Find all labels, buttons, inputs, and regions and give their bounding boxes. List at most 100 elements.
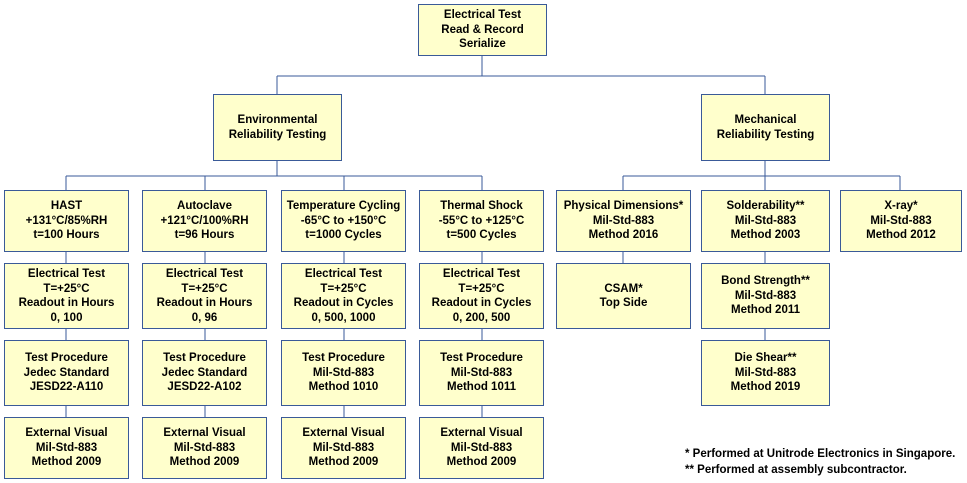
node-line: t=1000 Cycles (305, 229, 382, 242)
node-line: Read & Record (441, 23, 524, 36)
node-line: Electrical Test (442, 268, 521, 280)
node-line: Mechanical (734, 114, 797, 126)
node-line: Method 2009 (446, 456, 517, 469)
node-electrical-test-root[interactable]: Electrical Test Read & Record Serialize (418, 4, 547, 56)
node-line: Test Procedure (302, 352, 385, 365)
node-line: Reliability Testing (716, 128, 815, 141)
node-line: Mil-Std-883 (734, 366, 797, 379)
node-line: Die Shear** (734, 352, 797, 365)
node-line: Top Side (599, 297, 648, 309)
node-line: T=+25°C (181, 282, 228, 295)
node-die-shear[interactable]: Die Shear** Mil-Std-883 Method 2019 (701, 340, 830, 406)
node-hast[interactable]: HAST +131°C/85%RH t=100 Hours (4, 190, 129, 252)
node-line: Electrical Test (27, 268, 106, 280)
node-electrical-test-autoclave[interactable]: Electrical Test T=+25°C Readout in Hours… (142, 263, 267, 329)
node-external-visual-autoclave[interactable]: External Visual Mil-Std-883 Method 2009 (142, 417, 267, 479)
node-test-procedure-autoclave[interactable]: Test Procedure Jedec Standard JESD22-A10… (142, 340, 267, 406)
node-line: Method 2003 (730, 229, 801, 242)
node-line: +121°C/100%RH (160, 214, 249, 227)
node-line: Method 1011 (446, 381, 517, 394)
node-line: Electrical Test (443, 9, 522, 22)
node-line: 0, 200, 500 (452, 311, 511, 324)
node-line: JESD22-A102 (167, 381, 242, 394)
node-test-procedure-thermal-shock[interactable]: Test Procedure Mil-Std-883 Method 1011 (419, 340, 544, 406)
node-line: Method 2019 (730, 381, 801, 394)
node-electrical-test-temperature-cycling[interactable]: Electrical Test T=+25°C Readout in Cycle… (281, 263, 406, 329)
node-line: t=100 Hours (33, 229, 100, 242)
node-line: +131°C/85%RH (25, 214, 108, 227)
node-line: Readout in Hours (18, 297, 115, 309)
node-line: Temperature Cycling (286, 200, 401, 213)
node-line: Readout in Hours (156, 297, 253, 309)
node-physical-dimensions[interactable]: Physical Dimensions* Mil-Std-883 Method … (556, 190, 691, 252)
node-autoclave[interactable]: Autoclave +121°C/100%RH t=96 Hours (142, 190, 267, 252)
node-mechanical-reliability-testing[interactable]: Mechanical Reliability Testing (701, 94, 830, 161)
node-line: Method 2009 (169, 456, 240, 469)
node-external-visual-temperature-cycling[interactable]: External Visual Mil-Std-883 Method 2009 (281, 417, 406, 479)
node-line: Jedec Standard (161, 366, 248, 379)
node-line: Method 2012 (866, 229, 936, 242)
node-line: Environmental (237, 114, 318, 126)
node-test-procedure-hast[interactable]: Test Procedure Jedec Standard JESD22-A11… (4, 340, 129, 406)
node-line: Mil-Std-883 (734, 214, 797, 227)
node-line: Mil-Std-883 (450, 366, 513, 379)
node-line: T=+25°C (320, 282, 367, 295)
node-line: T=+25°C (43, 282, 90, 295)
node-line: Solderability** (726, 200, 805, 213)
node-line: -55°C to +125°C (438, 214, 525, 227)
node-line: Method 2016 (588, 229, 659, 242)
node-line: Test Procedure (440, 352, 523, 365)
node-line: -65°C to +150°C (300, 214, 387, 227)
node-line: Method 2009 (308, 456, 379, 469)
node-line: Bond Strength** (721, 275, 810, 288)
node-line: External Visual (440, 427, 523, 440)
footnote-single-asterisk: * Performed at Unitrode Electronics in S… (685, 448, 956, 460)
node-line: T=+25°C (458, 282, 505, 295)
node-line: External Visual (25, 427, 108, 440)
node-test-procedure-temperature-cycling[interactable]: Test Procedure Mil-Std-883 Method 1010 (281, 340, 406, 406)
node-line: Mil-Std-883 (592, 214, 655, 227)
node-line: Mil-Std-883 (173, 441, 236, 454)
node-line: Test Procedure (163, 352, 246, 365)
node-thermal-shock[interactable]: Thermal Shock -55°C to +125°C t=500 Cycl… (419, 190, 544, 252)
node-line: t=96 Hours (174, 229, 235, 242)
node-line: Method 2009 (31, 456, 102, 469)
node-line: Mil-Std-883 (35, 441, 98, 454)
node-temperature-cycling[interactable]: Temperature Cycling -65°C to +150°C t=10… (281, 190, 406, 252)
node-line: Thermal Shock (440, 200, 523, 213)
node-solderability[interactable]: Solderability** Mil-Std-883 Method 2003 (701, 190, 830, 252)
node-line: X-ray* (884, 200, 918, 213)
node-xray[interactable]: X-ray* Mil-Std-883 Method 2012 (840, 190, 962, 252)
footnotes: * Performed at Unitrode Electronics in S… (685, 446, 955, 478)
node-line: Physical Dimensions* (563, 200, 684, 213)
node-external-visual-hast[interactable]: External Visual Mil-Std-883 Method 2009 (4, 417, 129, 479)
node-line: CSAM* (604, 282, 643, 295)
node-line: Electrical Test (165, 268, 244, 280)
node-external-visual-thermal-shock[interactable]: External Visual Mil-Std-883 Method 2009 (419, 417, 544, 479)
node-environmental-reliability-testing[interactable]: Environmental Reliability Testing (213, 94, 342, 161)
node-line: HAST (50, 200, 83, 213)
node-line: Method 1010 (308, 381, 379, 394)
node-line: 0, 100 (50, 311, 83, 324)
node-csam[interactable]: CSAM* Top Side (556, 263, 691, 329)
node-line: Mil-Std-883 (734, 289, 797, 302)
node-line: Mil-Std-883 (312, 441, 375, 454)
node-line: External Visual (302, 427, 385, 440)
node-line: Readout in Cycles (431, 297, 532, 309)
footnote-double-asterisk: ** Performed at assembly subcontractor. (685, 464, 907, 476)
node-electrical-test-thermal-shock[interactable]: Electrical Test T=+25°C Readout in Cycle… (419, 263, 544, 329)
node-line: Mil-Std-883 (312, 366, 375, 379)
node-line: Method 2011 (730, 304, 801, 317)
node-bond-strength[interactable]: Bond Strength** Mil-Std-883 Method 2011 (701, 263, 830, 329)
node-line: 0, 500, 1000 (311, 311, 376, 324)
node-line: Reliability Testing (228, 128, 327, 141)
node-line: 0, 96 (191, 311, 218, 324)
node-line: Mil-Std-883 (870, 214, 932, 227)
node-line: Autoclave (177, 200, 232, 213)
node-electrical-test-hast[interactable]: Electrical Test T=+25°C Readout in Hours… (4, 263, 129, 329)
node-line: Test Procedure (25, 352, 108, 365)
node-line: Readout in Cycles (293, 297, 394, 309)
node-line: Jedec Standard (23, 366, 110, 379)
node-line: External Visual (163, 427, 246, 440)
